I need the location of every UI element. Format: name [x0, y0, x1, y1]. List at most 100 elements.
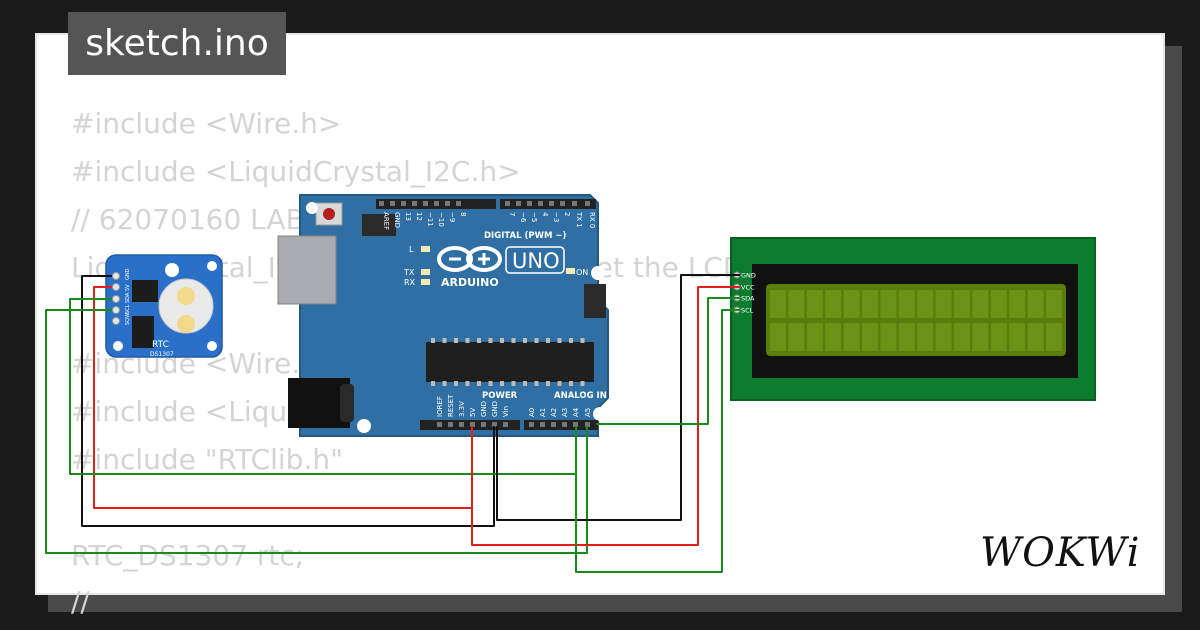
lcd-char-cell	[770, 323, 786, 351]
digital-header-label: DIGITAL (PWM ~)	[484, 231, 566, 241]
power-pin-label: Vin	[502, 406, 510, 417]
lcd-char-cell	[862, 290, 878, 318]
on-led	[566, 268, 575, 274]
digital-pin-label: 7	[508, 212, 516, 216]
wokwi-logo: WOKWi	[980, 530, 1141, 576]
digital-pin-label: 8	[459, 212, 467, 216]
digital-pin-label: ~10	[437, 212, 445, 227]
lcd-char-cell	[843, 323, 860, 351]
chip-pin	[454, 338, 458, 343]
lcd-pin-label: SCL	[741, 307, 754, 315]
chip-pin	[442, 381, 447, 386]
chip-pin	[557, 381, 562, 386]
lcd-char-cell	[972, 290, 989, 318]
usb-connector	[277, 235, 337, 305]
digital-pin-socket	[445, 201, 450, 206]
led-label: L	[409, 245, 414, 254]
lcd-char-cell	[954, 290, 970, 318]
lcd-char-cell	[1009, 323, 1026, 351]
power-jack	[288, 378, 350, 428]
analog-pin-socket	[562, 422, 567, 427]
power-pin-label: 3.3V	[458, 401, 466, 417]
rtc-pin-label: 5V	[125, 284, 131, 291]
digital-pin-socket	[423, 201, 428, 206]
wokwi-logo-text: WOKWi	[980, 530, 1141, 576]
digital-pin-socket	[585, 201, 590, 206]
led-label: RX	[404, 278, 416, 287]
lcd-pin-label: GND	[741, 272, 756, 280]
lcd-char-cell	[825, 323, 842, 351]
chip-pin	[442, 338, 447, 343]
lcd-char-cell	[880, 290, 897, 318]
digital-pin-socket	[538, 201, 543, 206]
chip-pin	[454, 381, 458, 386]
lcd-pin-label: SDA	[741, 295, 755, 303]
chip-pin	[534, 381, 539, 386]
lcd-char-cell	[806, 290, 823, 318]
power-pin-socket	[503, 422, 508, 427]
digital-pin-socket	[434, 201, 439, 206]
star-logo-icon	[165, 263, 179, 277]
sketch-filename-tab[interactable]: sketch.ino	[68, 12, 286, 75]
code-line: //	[71, 585, 90, 618]
chip-pin	[477, 338, 481, 343]
ds1307-chip	[132, 280, 158, 302]
digital-pin-label: RX 0	[588, 212, 596, 228]
analog-pin-socket	[585, 422, 590, 427]
analog-pin-label: A0	[528, 408, 536, 417]
wire-lcd-scl	[575, 309, 740, 573]
rtc-pin	[112, 306, 120, 314]
digital-pin-socket	[516, 201, 521, 206]
lcd-char-cell	[935, 323, 952, 351]
lcd-char-cell	[898, 323, 915, 351]
digital-pin-socket	[401, 201, 406, 206]
l-led	[421, 246, 430, 252]
rtc-pin	[112, 317, 120, 325]
lcd-char-cell	[788, 290, 805, 318]
power-pin-label: IOREF	[436, 396, 444, 417]
lcd-char-cell	[972, 323, 989, 351]
digital-pin-socket	[412, 201, 417, 206]
analog-pin-label: A3	[561, 408, 569, 417]
analog-pin-socket	[573, 422, 578, 427]
rtc-pin-label: SQW	[125, 313, 131, 325]
power-header-label: POWER	[482, 391, 518, 401]
chip-pin	[500, 381, 504, 386]
power-pin-label: RESET	[447, 394, 455, 417]
on-label: ON	[576, 268, 588, 277]
chip-pin	[534, 338, 539, 343]
chip-pin	[546, 338, 550, 343]
lcd-char-cell	[788, 323, 805, 351]
code-line: #include <LiquidCrystal_I2C.h>	[71, 155, 521, 188]
code-line: #include <Wire.h>	[71, 107, 342, 140]
digital-pin-socket	[560, 201, 565, 206]
atmega-chip	[426, 342, 594, 382]
lcd-char-cell	[935, 290, 952, 318]
lcd-char-cell	[1027, 290, 1044, 318]
analog-pin-socket	[529, 422, 534, 427]
code-line: // 62070160 LAB	[71, 203, 305, 236]
rtc-pin-label: SCL	[125, 304, 131, 314]
board-brand: ARDUINO	[441, 276, 499, 289]
digital-pin-socket	[549, 201, 554, 206]
lcd-pin-label: VCC	[741, 284, 755, 292]
digital-pin-label: ~3	[552, 212, 560, 222]
digital-pin-socket	[527, 201, 532, 206]
chip-pin	[488, 381, 493, 386]
lcd-char-cell	[917, 290, 934, 318]
chip-pin	[511, 338, 516, 343]
icsp2-header	[584, 284, 606, 318]
wires	[45, 274, 740, 573]
wire-lcd-sda	[596, 297, 740, 425]
power-pin-socket	[459, 422, 464, 427]
digital-pin-label: AREF	[382, 212, 390, 230]
digital-pin-label: ~6	[519, 212, 527, 223]
code-line: #include "RTClib.h"	[71, 443, 343, 476]
chip-pin	[500, 338, 504, 343]
lcd-char-cell	[990, 290, 1007, 318]
board-model: UNO	[512, 249, 560, 273]
power-pin-label: 5V	[469, 408, 477, 417]
